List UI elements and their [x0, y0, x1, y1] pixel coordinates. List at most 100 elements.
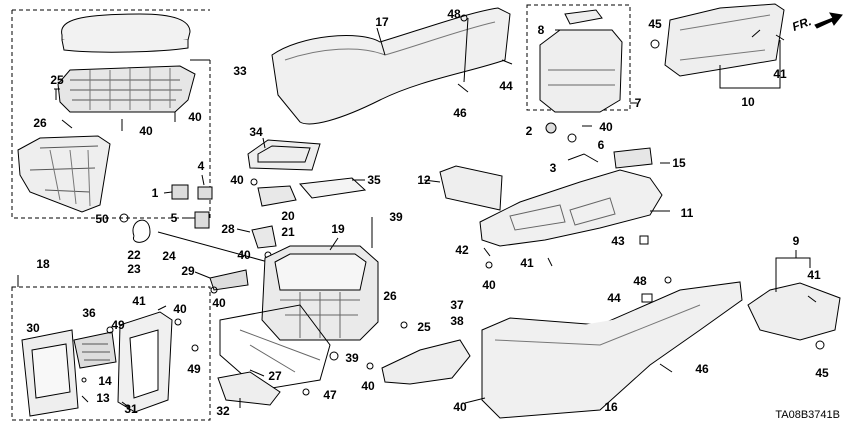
- cup-holder: [539, 9, 623, 113]
- console-top-panel: [479, 169, 663, 247]
- callout-20: 20: [281, 209, 295, 223]
- callout-40: 40: [361, 379, 375, 393]
- callout-35: 35: [367, 173, 381, 187]
- switch-4: [197, 186, 213, 200]
- callout-25: 25: [417, 320, 431, 334]
- screw-40i: [366, 362, 374, 370]
- clip-44b: [641, 293, 653, 303]
- callout-16: 16: [604, 400, 618, 414]
- callout-40: 40: [139, 124, 153, 138]
- switch-1: [171, 184, 189, 200]
- clip-42: [483, 247, 491, 257]
- callout-40: 40: [237, 248, 251, 262]
- console-frame: [261, 245, 379, 341]
- callout-11: 11: [680, 206, 694, 220]
- callout-10: 10: [741, 95, 755, 109]
- callout-26: 26: [383, 289, 397, 303]
- part-14: [81, 377, 87, 383]
- bolt-45b: [815, 340, 825, 350]
- armrest-group-box: [11, 9, 211, 219]
- side-panel-16: [481, 281, 743, 419]
- box-15: [613, 147, 653, 169]
- clip-41: [775, 34, 785, 41]
- front-arrow: [814, 12, 843, 29]
- mat-35: [299, 177, 367, 199]
- clip-46b: [659, 363, 673, 373]
- callout-7: 7: [634, 96, 642, 110]
- callout-26: 26: [33, 116, 47, 130]
- callout-22: 22: [127, 248, 141, 262]
- callout-48: 48: [447, 7, 461, 21]
- callout-1: 1: [151, 186, 159, 200]
- callout-38: 38: [450, 314, 464, 328]
- callout-48: 48: [633, 274, 647, 288]
- screw-40g: [174, 318, 182, 326]
- bolt-45: [650, 39, 660, 49]
- callout-12: 12: [417, 173, 431, 187]
- bolt-47: [302, 388, 310, 396]
- callout-30: 30: [26, 321, 40, 335]
- screw-25: [54, 88, 60, 100]
- callout-18: 18: [36, 257, 50, 271]
- spring-22: [132, 219, 151, 243]
- console-stay: [219, 304, 331, 391]
- knob-29: [209, 269, 249, 291]
- callout-50: 50: [95, 212, 109, 226]
- callout-45: 45: [648, 17, 662, 31]
- callout-8: 8: [537, 23, 545, 37]
- screw-40h: [210, 286, 218, 294]
- clip-46: [457, 83, 469, 93]
- callout-28: 28: [221, 222, 235, 236]
- callout-31: 31: [124, 402, 138, 416]
- callout-44: 44: [607, 291, 621, 305]
- callout-21: 21: [281, 225, 295, 239]
- callout-43: 43: [611, 234, 625, 248]
- clip-41b: [547, 257, 553, 267]
- screw-40f: [485, 261, 493, 269]
- callout-5: 5: [170, 211, 178, 225]
- clip-26b: [400, 321, 408, 329]
- callout-17: 17: [375, 15, 389, 29]
- clip-43: [639, 235, 649, 245]
- callout-49: 49: [111, 318, 125, 332]
- callout-41: 41: [132, 294, 146, 308]
- clip-44: [501, 59, 513, 65]
- tray-34: [247, 139, 321, 171]
- callout-45: 45: [815, 366, 829, 380]
- panel-12: [439, 165, 503, 211]
- panel-group-box: [11, 286, 211, 421]
- screw-48b: [664, 276, 672, 284]
- part-13: [81, 395, 89, 403]
- callout-32: 32: [216, 404, 230, 418]
- console-upper-panel: [271, 7, 511, 125]
- panel-36: [73, 331, 117, 369]
- callout-25: 25: [50, 73, 64, 87]
- armrest-storage-box: [17, 135, 111, 213]
- callout-39: 39: [345, 351, 359, 365]
- clip-41c: [157, 305, 167, 311]
- callout-37: 37: [450, 298, 464, 312]
- callout-41: 41: [520, 256, 534, 270]
- callout-42: 42: [455, 243, 469, 257]
- callout-6: 6: [597, 138, 605, 152]
- screw-39b: [329, 351, 339, 361]
- callout-29: 29: [181, 264, 195, 278]
- callout-40: 40: [230, 173, 244, 187]
- cord-3: [567, 153, 599, 163]
- callout-46: 46: [453, 106, 467, 120]
- rear-pocket: [664, 3, 785, 77]
- harness-20: [257, 185, 297, 207]
- drawing-code: TA08B3741B: [775, 409, 840, 421]
- callout-34: 34: [249, 125, 263, 139]
- callout-44: 44: [499, 79, 513, 93]
- panel-30: [21, 329, 79, 417]
- screw-49b: [191, 344, 199, 352]
- clip-26: [61, 119, 73, 129]
- callout-3: 3: [549, 161, 557, 175]
- callout-27: 27: [268, 369, 282, 383]
- screw-40c: [250, 178, 258, 186]
- callout-15: 15: [672, 156, 686, 170]
- callout-9: 9: [792, 234, 800, 248]
